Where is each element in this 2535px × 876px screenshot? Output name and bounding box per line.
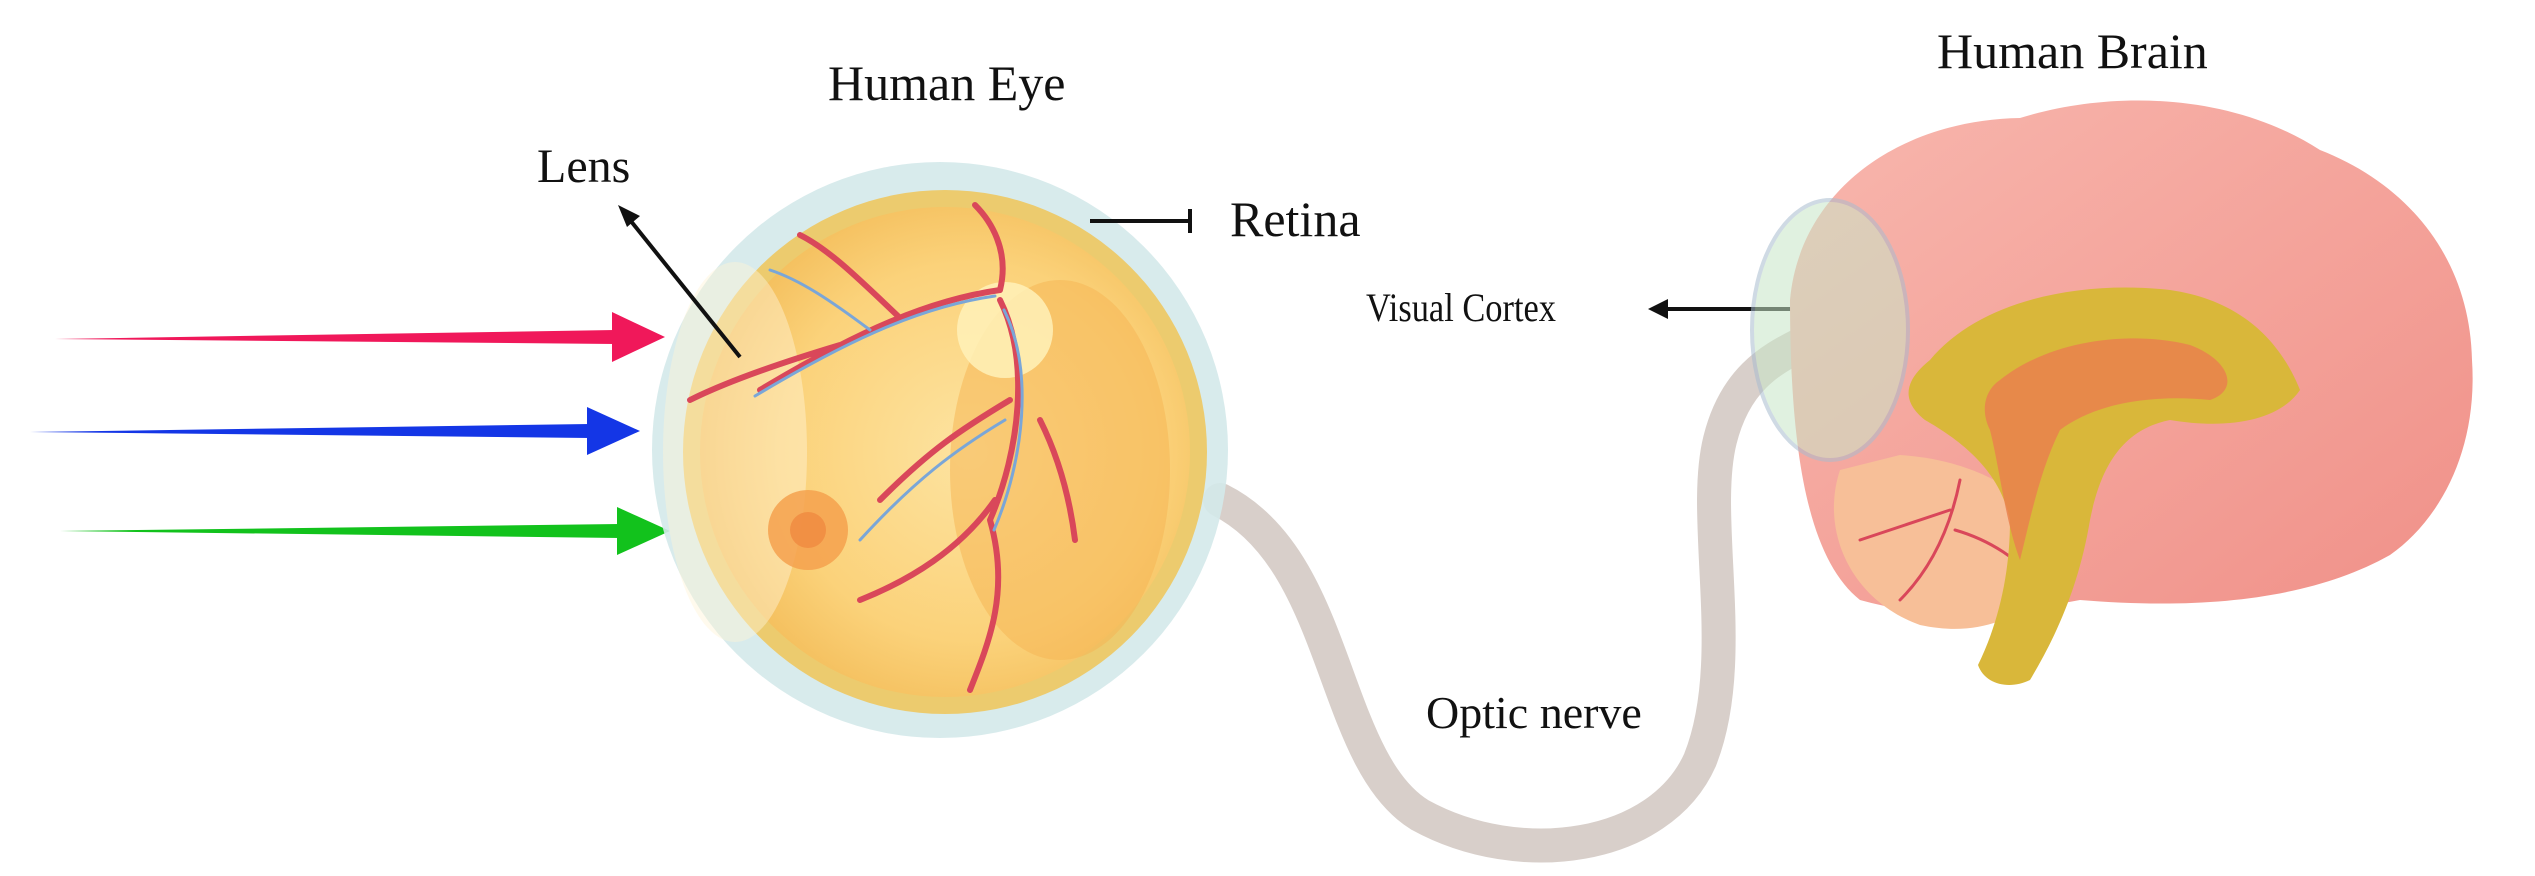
blue-light-ray-arrow xyxy=(30,407,640,455)
retinal-vessels xyxy=(687,202,1078,693)
optic-nerve xyxy=(1203,328,1817,863)
optic-nerve-label: Optic nerve xyxy=(1426,687,1642,738)
visual-cortex-label: Visual Cortex xyxy=(1366,285,1556,330)
green-light-ray-arrow xyxy=(60,507,670,555)
light-rays xyxy=(30,312,670,555)
retina-label: Retina xyxy=(1230,191,1361,247)
lens-label: Lens xyxy=(537,140,631,193)
human-brain-label: Human Brain xyxy=(1937,23,2208,79)
lens-pointer-arrow xyxy=(618,205,742,359)
human-eye-label: Human Eye xyxy=(828,55,1066,111)
red-light-ray-arrow xyxy=(55,312,665,362)
human-brain-illustration xyxy=(1750,100,2473,685)
retina-pointer-arrow xyxy=(1090,209,1192,233)
human-eye-illustration xyxy=(652,162,1228,738)
